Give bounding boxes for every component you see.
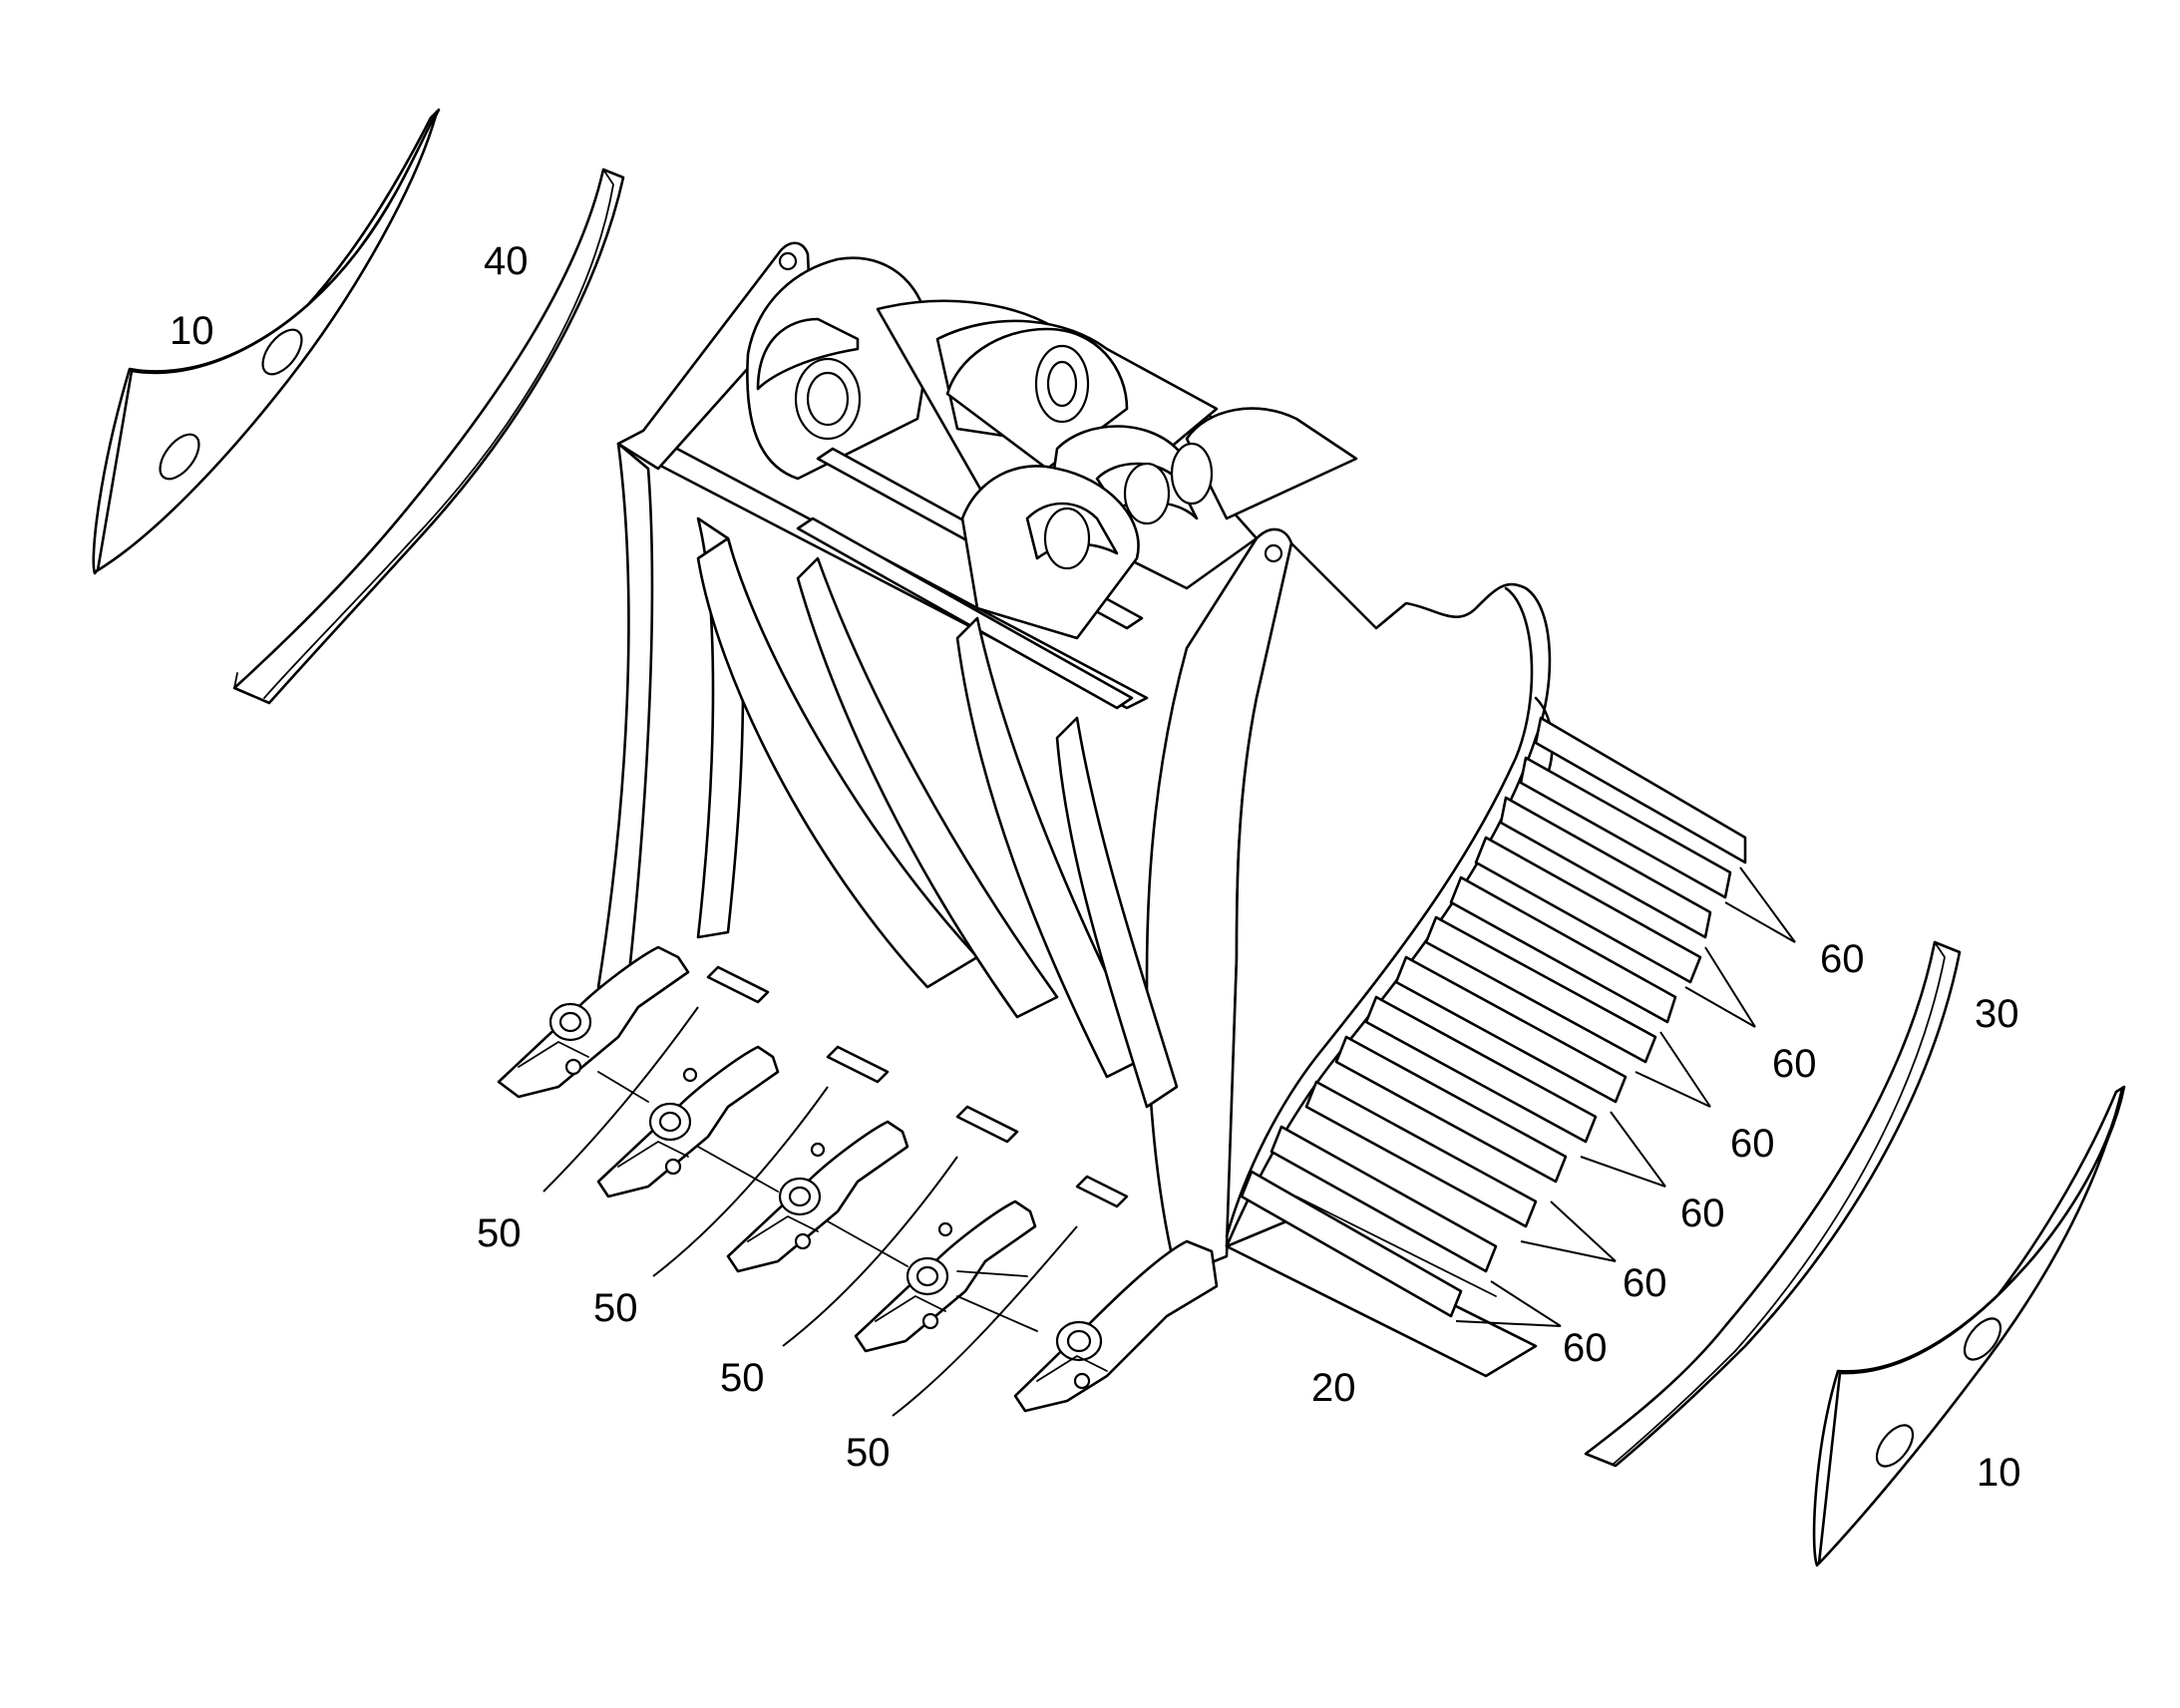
tooth-assembly-3: [726, 1120, 909, 1273]
label-runner-1: 60: [1820, 937, 1865, 981]
label-tooth-3: 50: [720, 1356, 765, 1400]
side-plate-lower-right: [1812, 1085, 2126, 1567]
label-runner-4: 60: [1680, 1192, 1725, 1235]
label-tooth-1: 50: [477, 1211, 522, 1255]
label-runner-5: 60: [1623, 1261, 1667, 1305]
tooth-assembly-1: [497, 945, 690, 1099]
wear-strip-upper-left: [232, 168, 625, 705]
reference-labels: 10 40 50 50 50 50 20 60 60 60 60 60 60 3…: [170, 239, 2021, 1495]
side-plate-upper-left: [92, 108, 441, 575]
label-wear-strip-right: 30: [1975, 992, 2019, 1036]
tooth-assembly-4: [854, 1199, 1037, 1353]
label-bucket-body: 20: [1311, 1366, 1356, 1410]
label-tooth-2: 50: [593, 1286, 638, 1330]
label-runner-6: 60: [1563, 1326, 1608, 1370]
tooth-links: [597, 1071, 1038, 1332]
wear-strip-lower-right: [1584, 940, 1962, 1468]
runners: [1240, 716, 1747, 1318]
label-side-plate-right: 10: [1977, 1451, 2021, 1495]
tooth-assembly-2: [596, 1045, 780, 1198]
leader-lines: [543, 866, 1796, 1417]
label-tooth-4: 50: [846, 1431, 891, 1475]
label-runner-2: 60: [1772, 1042, 1817, 1086]
tooth-assembly-5: [1013, 1239, 1219, 1413]
label-wear-strip-left: 40: [484, 239, 529, 283]
label-side-plate-left: 10: [170, 309, 214, 353]
label-runner-3: 60: [1730, 1122, 1775, 1166]
bucket-body: [596, 241, 1554, 1378]
